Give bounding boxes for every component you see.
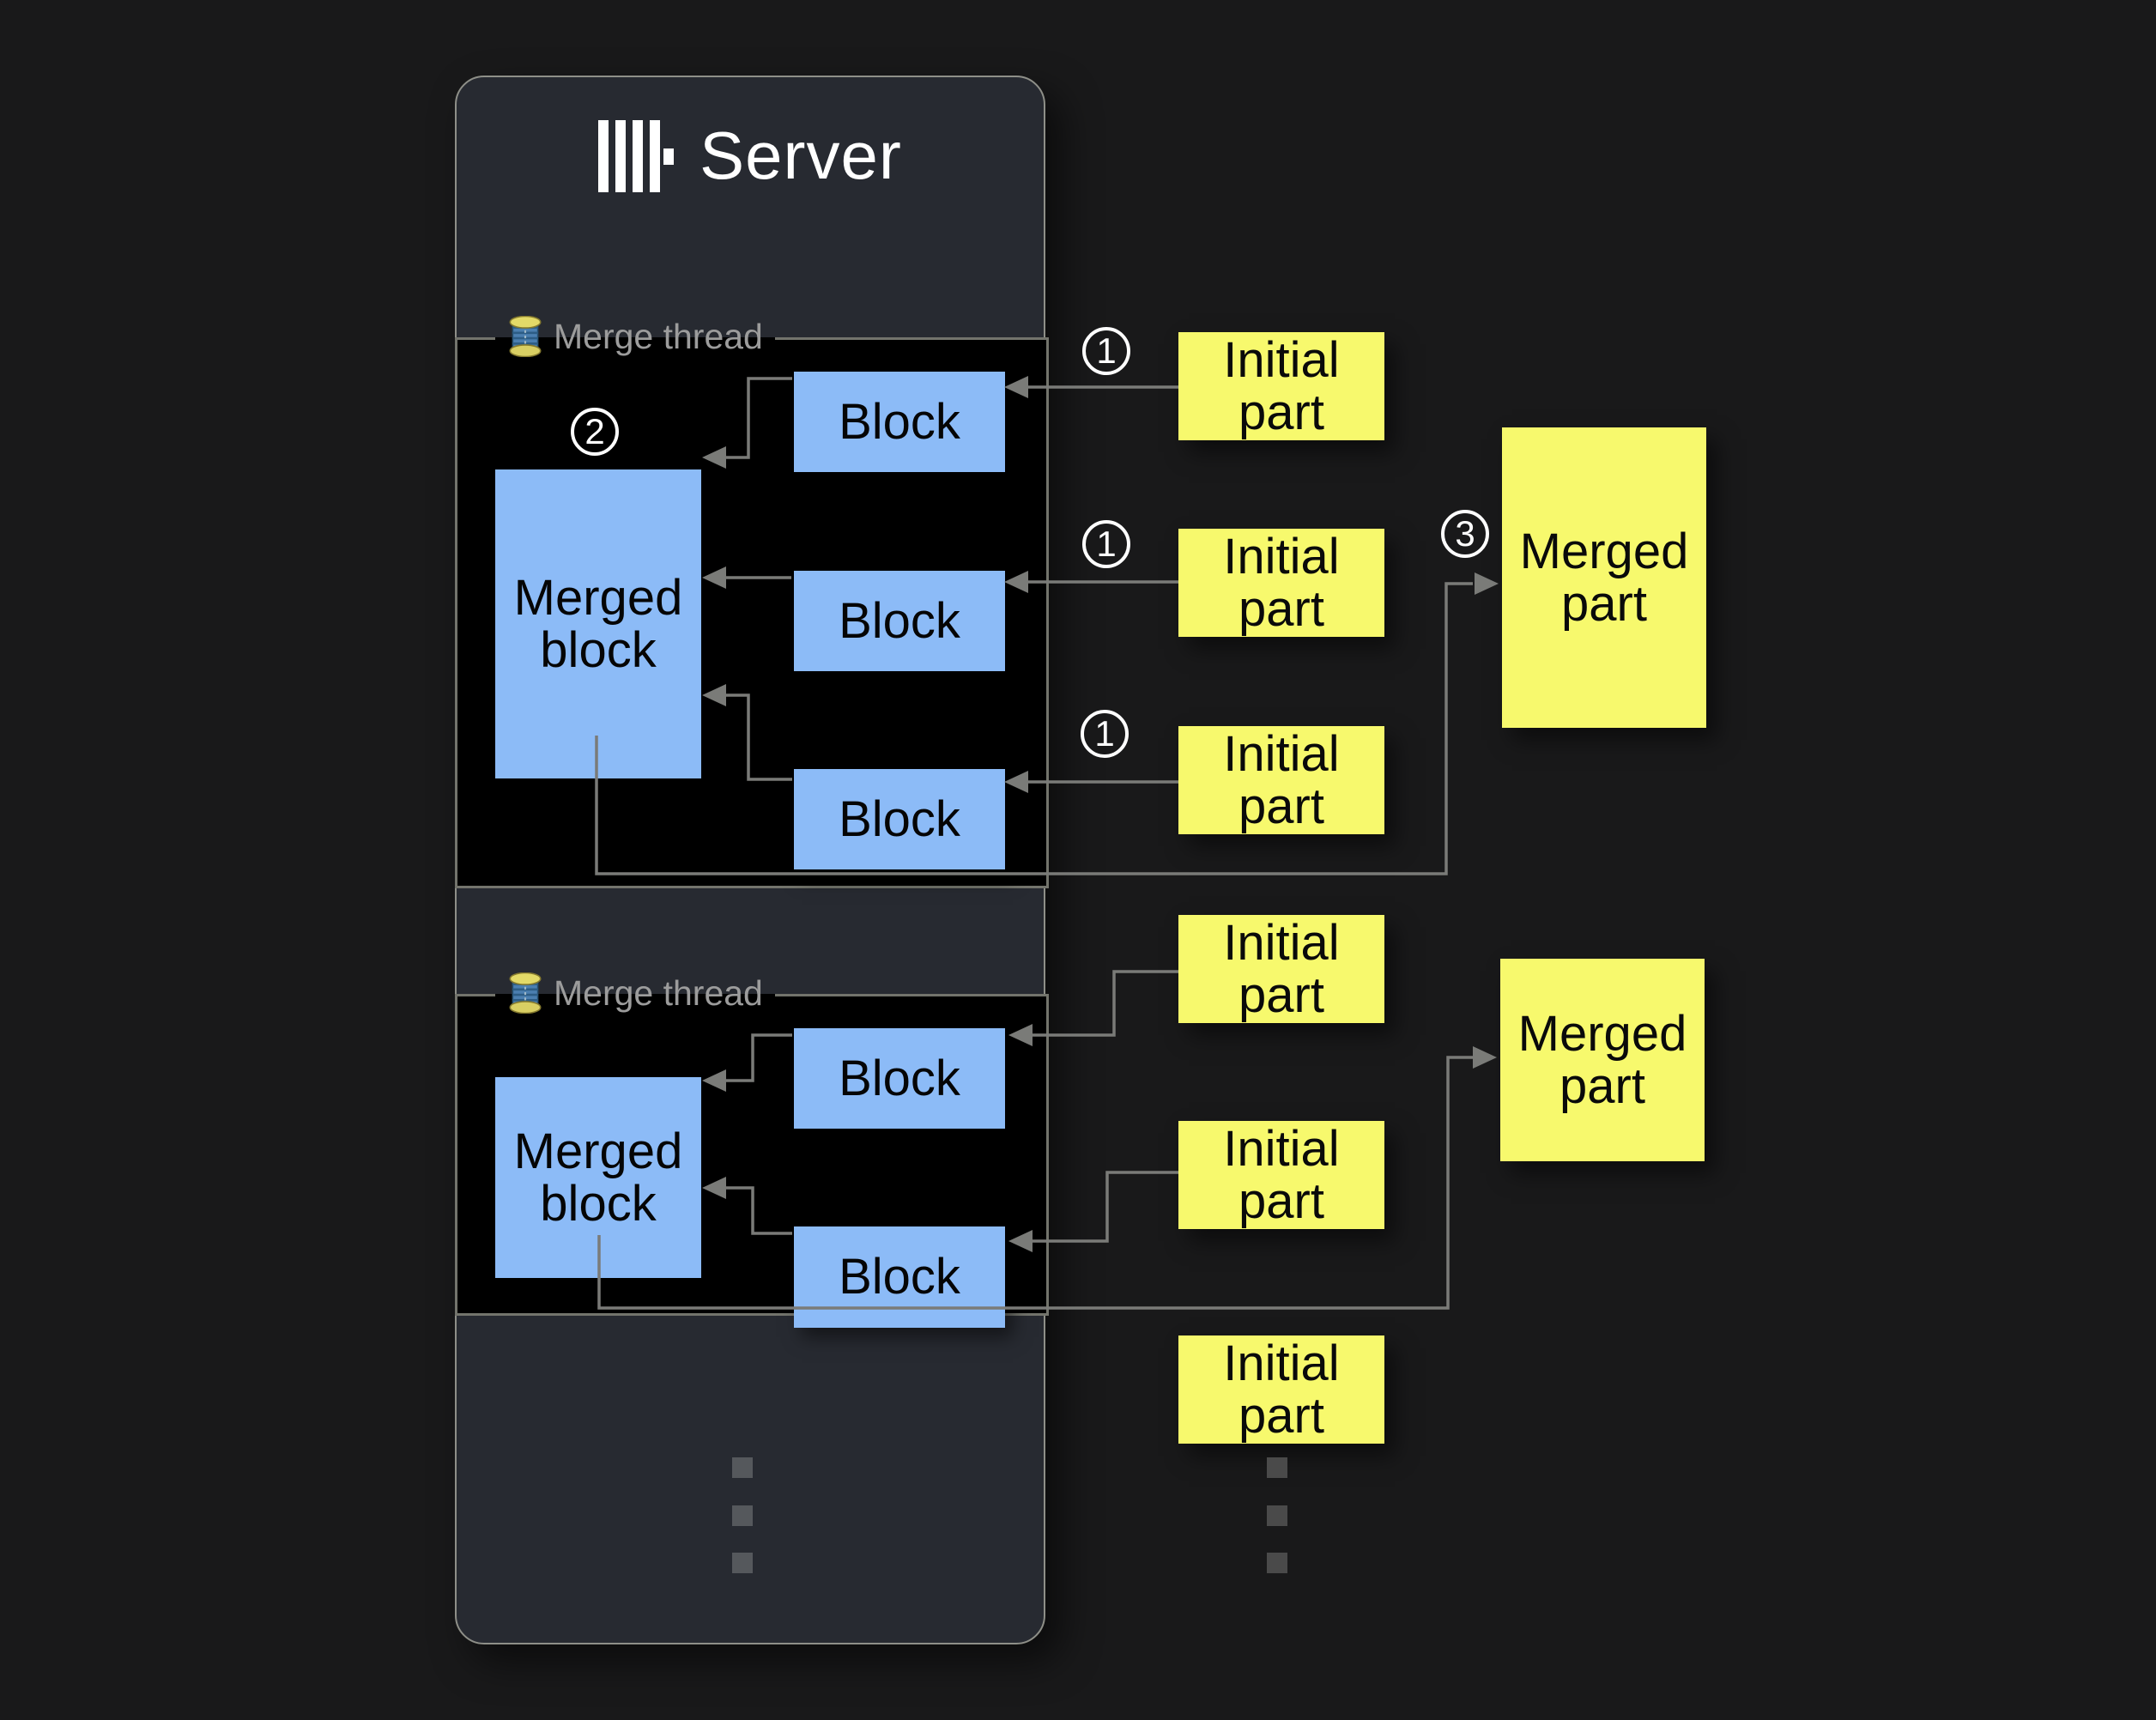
- step-1-badge: 1: [1082, 520, 1130, 568]
- step-2-badge: 2: [571, 408, 619, 456]
- parts-ellipsis-dot: [1267, 1457, 1287, 1478]
- server-title: Server: [699, 118, 902, 193]
- merged-part-2: Merged part: [1500, 959, 1705, 1161]
- clickhouse-logo-icon: [598, 119, 675, 192]
- thread-spool-icon: [509, 316, 542, 357]
- step-1-badge: 1: [1082, 327, 1130, 375]
- step-1-badge: 1: [1081, 710, 1129, 758]
- server-ellipsis-dot: [732, 1457, 753, 1478]
- block-2: Block: [794, 571, 1005, 671]
- initial-part-5: Initial part: [1178, 1121, 1384, 1229]
- merged-part-1: Merged part: [1502, 427, 1706, 728]
- server-ellipsis-dot: [732, 1553, 753, 1573]
- server-ellipsis-dot: [732, 1505, 753, 1526]
- block-3: Block: [794, 769, 1005, 869]
- merged-block-2: Merged block: [495, 1077, 701, 1278]
- server-header: Server: [457, 117, 1044, 195]
- block-5: Block: [794, 1226, 1005, 1328]
- parts-ellipsis-dot: [1267, 1505, 1287, 1526]
- merge-thread-label: Merge thread: [554, 972, 763, 1013]
- merge-thread-panel-2: Merge thread Merged block Block Block: [455, 972, 1049, 1328]
- initial-part-1: Initial part: [1178, 332, 1384, 440]
- initial-part-6: Initial part: [1178, 1335, 1384, 1444]
- initial-part-4: Initial part: [1178, 915, 1384, 1023]
- server-card: Server Merge thread 2 Merged block: [455, 76, 1049, 1644]
- block-4: Block: [794, 1028, 1005, 1129]
- initial-part-3: Initial part: [1178, 726, 1384, 834]
- block-1: Block: [794, 372, 1005, 472]
- merged-block-1: Merged block: [495, 469, 701, 778]
- parts-ellipsis-dot: [1267, 1553, 1287, 1573]
- initial-part-2: Initial part: [1178, 529, 1384, 637]
- merge-thread-label: Merge thread: [554, 316, 763, 356]
- merge-thread-panel-1: Merge thread 2 Merged block Block Block …: [455, 316, 1049, 888]
- step-3-badge: 3: [1441, 510, 1489, 558]
- thread-spool-icon: [509, 972, 542, 1014]
